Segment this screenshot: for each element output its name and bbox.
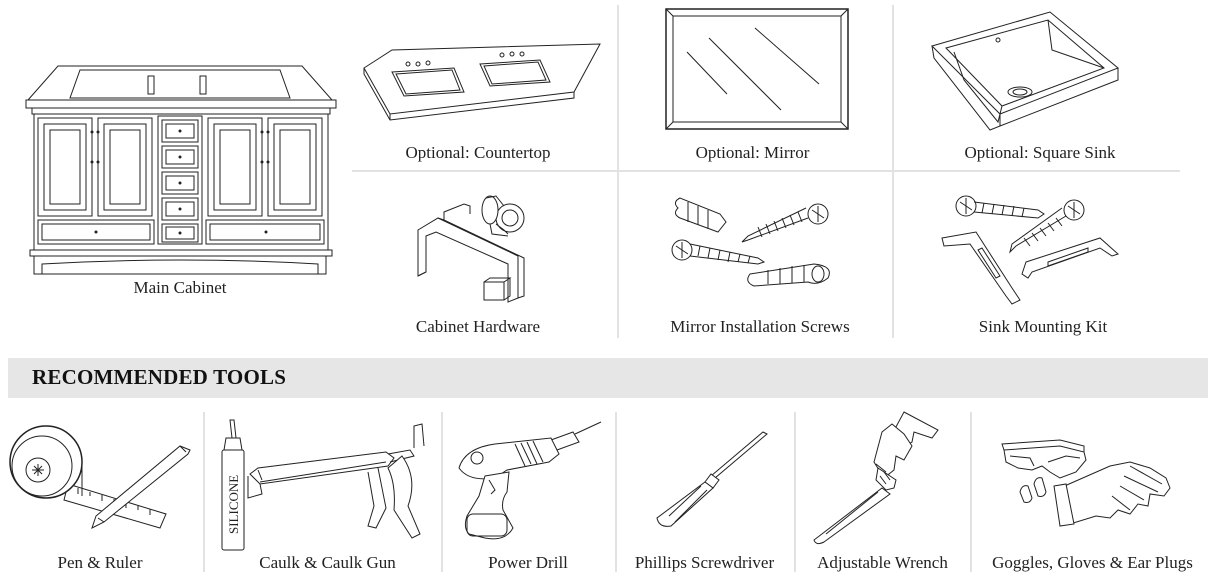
divider [352,170,1180,172]
square-sink-label: Optional: Square Sink [964,143,1116,162]
mirror-label: Optional: Mirror [695,143,810,162]
tool-label-goggles-gloves-earplugs: Goggles, Gloves & Ear Plugs [992,553,1193,572]
caulk-gun-illustration: SILICONE [218,418,440,554]
goggles-gloves-earplugs-illustration [1000,436,1180,534]
countertop-illustration [362,40,602,120]
section-title: RECOMMENDED TOOLS [32,365,287,389]
recommended-tools-banner: RECOMMENDED TOOLS [8,358,1208,398]
sink-mounting-kit-illustration [940,190,1120,310]
tool-label-power-drill: Power Drill [488,553,568,572]
screwdriver-illustration [655,428,770,528]
main-cabinet-label: Main Cabinet [133,278,227,297]
divider [441,412,443,572]
pen-ruler-illustration [8,418,198,536]
divider [615,412,617,572]
tool-label-pen-ruler: Pen & Ruler [57,553,143,572]
tool-label-adjustable-wrench: Adjustable Wrench [817,553,948,572]
tool-label-caulk-gun: Caulk & Caulk Gun [259,553,396,572]
divider [794,412,796,572]
countertop-label: Optional: Countertop [405,143,551,162]
mirror-screws-illustration [668,192,838,292]
caulk-tube-text: SILICONE [226,475,241,534]
sink-mounting-kit-label: Sink Mounting Kit [978,317,1108,336]
tool-label-screwdriver: Phillips Screwdriver [634,553,775,572]
adjustable-wrench-illustration [812,410,942,548]
cabinet-hardware-label: Cabinet Hardware [415,317,541,336]
mirror-screws-label: Mirror Installation Screws [670,317,850,336]
divider [203,412,205,572]
square-sink-illustration [928,10,1123,138]
mirror-illustration [665,8,850,130]
divider [970,412,972,572]
cabinet-hardware-illustration [408,190,538,305]
main-cabinet-illustration [20,60,340,280]
power-drill-illustration [455,418,603,542]
